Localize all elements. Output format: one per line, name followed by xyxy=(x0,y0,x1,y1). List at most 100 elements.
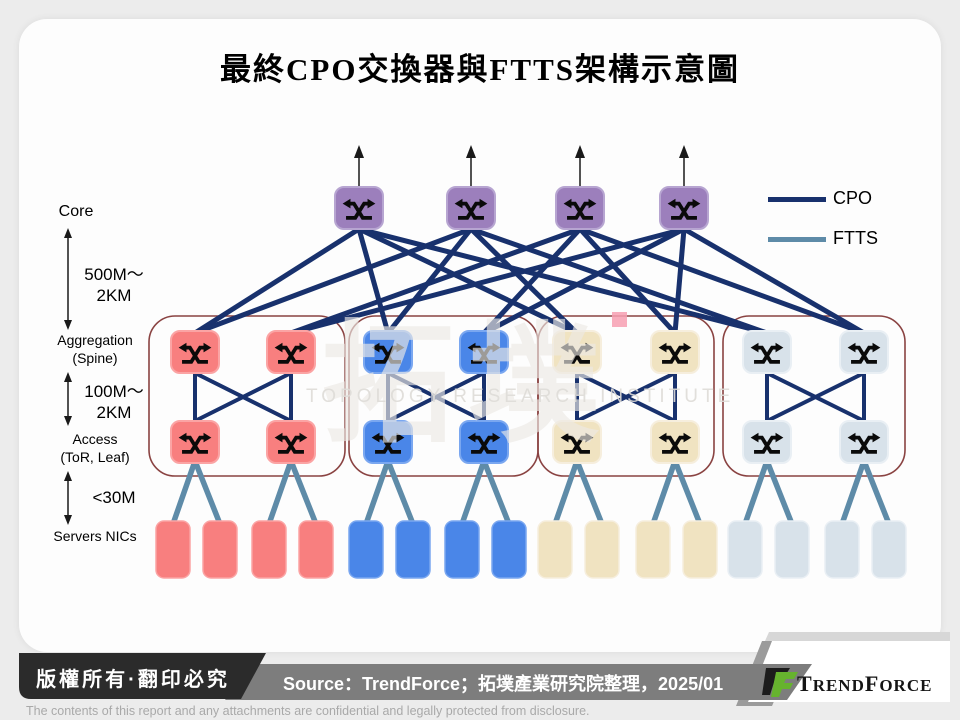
brand-orce: ORCE xyxy=(879,676,933,695)
core-uplink-arrow-head xyxy=(679,145,689,158)
cpo-core-link xyxy=(469,227,579,335)
ftts-link xyxy=(552,460,580,525)
pod-4-leaf-switch-2 xyxy=(839,420,889,464)
pod-1-server-3 xyxy=(251,520,287,579)
disclaimer-text: The contents of this report and any atta… xyxy=(26,704,590,718)
cpo-core-link xyxy=(578,227,677,335)
core-label: Core xyxy=(58,203,94,220)
ftts-link xyxy=(481,459,512,526)
ftts-link xyxy=(839,460,867,525)
cpo-core-link xyxy=(482,226,686,336)
cpo-pod-link xyxy=(387,371,485,423)
cpo-core-link xyxy=(386,227,473,335)
legend-cpo-label: CPO xyxy=(833,188,873,208)
cpo-core-link xyxy=(193,226,361,336)
cpo-pod-link xyxy=(576,371,676,423)
cpo-core-link xyxy=(682,226,866,336)
copyright-text: 版權所有·翻印必究 xyxy=(36,669,230,691)
distance-arrow-agg-access-head-up xyxy=(64,372,72,382)
distance-arrow-core-agg-head-up xyxy=(64,228,72,238)
distance-arrow-core-agg-head-down xyxy=(64,320,72,330)
distance-core-agg: 500M～ 2KM xyxy=(64,264,164,306)
footer-source-bar xyxy=(225,664,812,700)
cpo-core-link xyxy=(358,226,768,336)
pod-3-leaf-switch-1 xyxy=(552,420,602,464)
pod-1-server-1 xyxy=(155,520,191,579)
pod-3-leaf-switch-2 xyxy=(650,420,700,464)
pod-2-spine-switch-1 xyxy=(363,330,413,374)
pod-3-server-2 xyxy=(584,520,620,579)
access-label-line1: Access xyxy=(72,431,118,447)
pod-4-server-3 xyxy=(824,520,860,579)
footer-logo-panel xyxy=(748,641,950,702)
pod-3-server-3 xyxy=(635,520,671,579)
pod-2-leaf-switch-1 xyxy=(363,420,413,464)
distance-arrow-agg-access-head-down xyxy=(64,416,72,426)
ftts-link xyxy=(288,459,319,526)
cpo-core-link xyxy=(357,226,579,336)
footer-copyright-band xyxy=(19,653,266,699)
trendforce-logo-text: TRENDFORCE xyxy=(797,671,932,697)
pod-1-server-4 xyxy=(298,520,334,579)
ftts-link xyxy=(459,460,487,525)
distance-arrow-access-servers-head-up xyxy=(64,471,72,481)
distance-access-servers: <30M xyxy=(92,488,136,507)
pod-2-server-3 xyxy=(444,520,480,579)
pod-4-server-1 xyxy=(727,520,763,579)
pod-3-server-1 xyxy=(537,520,573,579)
pod-2-server-2 xyxy=(395,520,431,579)
ftts-link xyxy=(192,459,223,526)
aggregation-label-line2: (Spine) xyxy=(72,350,118,366)
logo-f-shape xyxy=(771,672,798,697)
aggregation-label-line1: Aggregation xyxy=(57,332,133,348)
pod-1-server-2 xyxy=(202,520,238,579)
core-switch-2 xyxy=(446,186,496,230)
distance-arrow-access-servers-head-down xyxy=(64,515,72,525)
core-switch-1 xyxy=(334,186,384,230)
access-label: Access (ToR, Leaf) xyxy=(35,430,155,466)
brand-f: F xyxy=(864,671,880,696)
distance-agg-access-line2: 2KM xyxy=(96,403,132,422)
pod-1-spine-switch-2 xyxy=(266,330,316,374)
cpo-core-link xyxy=(290,226,581,336)
pod-4-server-4 xyxy=(871,520,907,579)
pod-4-spine-switch-2 xyxy=(839,330,889,374)
ftts-link xyxy=(650,460,678,525)
aggregation-label: Aggregation (Spine) xyxy=(35,331,155,367)
distance-core-agg-line2: 2KM xyxy=(96,286,132,305)
ftts-link xyxy=(170,460,198,525)
pod-1-leaf-switch-1 xyxy=(170,420,220,464)
source-text: Source：TrendForce；拓墣產業研究院整理，2025/01 xyxy=(283,674,724,694)
footer-light-strip xyxy=(765,632,950,641)
access-label-line2: (ToR, Leaf) xyxy=(60,449,130,465)
cpo-pod-link xyxy=(766,371,865,423)
ftts-link xyxy=(672,459,703,526)
pod-2-spine-switch-2 xyxy=(459,330,509,374)
pod-1-spine-switch-1 xyxy=(170,330,220,374)
ftts-link xyxy=(861,459,892,526)
pod-1-leaf-switch-2 xyxy=(266,420,316,464)
cpo-core-link xyxy=(356,228,391,334)
servers-label: Servers NICs xyxy=(53,528,137,544)
legend-ftts-label: FTTS xyxy=(833,228,878,248)
ftts-link xyxy=(742,460,770,525)
distance-agg-access: 100M～ 2KM xyxy=(64,381,164,423)
ftts-link xyxy=(574,459,605,526)
core-uplink-arrow-head xyxy=(466,145,476,158)
distance-agg-access-line1: 100M～ xyxy=(84,382,144,401)
pod-2-server-4 xyxy=(491,520,527,579)
pod-2-leaf-switch-2 xyxy=(459,420,509,464)
ftts-link xyxy=(266,460,294,525)
cpo-core-link xyxy=(482,227,582,335)
ftts-link xyxy=(764,459,795,526)
pod-3-spine-switch-1 xyxy=(552,330,602,374)
pod-2-server-1 xyxy=(348,520,384,579)
footer-band xyxy=(19,632,950,706)
legend-ftts-line xyxy=(768,237,826,242)
cpo-core-link xyxy=(579,226,865,336)
ftts-link xyxy=(385,459,416,526)
core-uplink-arrow-head xyxy=(354,145,364,158)
cpo-core-link xyxy=(470,226,768,336)
core-switch-4 xyxy=(659,186,709,230)
